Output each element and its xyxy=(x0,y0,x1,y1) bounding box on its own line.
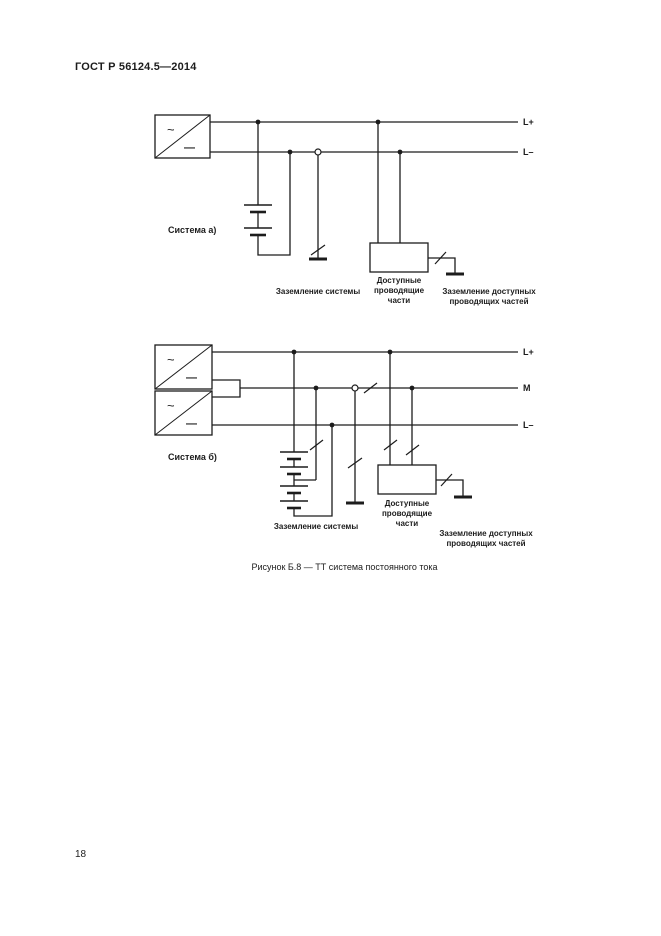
converter-ac-dc-b-lower: ~ — xyxy=(154,390,213,436)
disconnect-slashes-b xyxy=(309,382,420,469)
line-pos-label-a: L+ xyxy=(523,117,534,127)
converter-dc-symbol: — xyxy=(186,418,197,430)
earth-electrode-parts-b xyxy=(440,473,472,499)
converter-ac-dc-a: ~ — xyxy=(154,114,211,159)
parts-label-b-3: части xyxy=(396,519,418,528)
accessible-parts-box-a xyxy=(369,242,429,273)
parts-label-a-3: части xyxy=(388,296,410,305)
converter-dc-symbol: — xyxy=(186,372,197,384)
junction-dots-a xyxy=(255,119,403,155)
line-mid-label-b: M xyxy=(523,383,531,393)
figure-caption: Рисунок Б.8 — ТТ система постоянного ток… xyxy=(251,562,438,572)
earth-terminal-a xyxy=(314,148,322,156)
document-header: ГОСТ Р 56124.5—2014 xyxy=(75,61,197,73)
system-a-label: Система а) xyxy=(168,225,216,235)
diagram-a-wires xyxy=(210,121,518,274)
converter-dc-symbol: — xyxy=(184,142,195,154)
ground-system-label-b: Заземление системы xyxy=(274,522,359,531)
system-b-label: Система б) xyxy=(168,452,217,462)
diagram-b: ~ — ~ — xyxy=(154,344,534,548)
parts-label-a-2: проводящие xyxy=(374,286,425,295)
earth-electrode-system-a xyxy=(309,244,327,261)
ground-parts-label-b-2: проводящих частей xyxy=(446,539,525,548)
parts-label-b-1: Доступные xyxy=(385,499,430,508)
diagram-a: ~ — xyxy=(154,114,536,306)
junction-dots-b xyxy=(291,349,415,428)
line-neg-label-a: L– xyxy=(523,147,534,157)
parts-label-a-1: Доступные xyxy=(377,276,422,285)
converter-ac-symbol: ~ xyxy=(167,352,175,367)
ground-parts-label-b-1: Заземление доступных xyxy=(439,529,533,538)
earth-electrode-parts-a xyxy=(434,251,464,276)
battery-a xyxy=(244,204,272,237)
line-pos-label-b: L+ xyxy=(523,347,534,357)
earth-terminal-b xyxy=(351,384,359,392)
parts-label-b-2: проводящие xyxy=(382,509,433,518)
line-neg-label-b: L– xyxy=(523,420,534,430)
converter-ac-symbol: ~ xyxy=(167,122,175,137)
battery-b xyxy=(280,451,308,510)
accessible-parts-box-b xyxy=(377,464,437,495)
converter-ac-dc-b-upper: ~ — xyxy=(154,344,213,390)
ground-system-label-a: Заземление системы xyxy=(276,287,361,296)
diagram-b-wires xyxy=(212,351,518,517)
figure-b8-diagrams: ~ — xyxy=(154,114,536,548)
ground-parts-label-a-1: Заземление доступных xyxy=(442,287,536,296)
ground-parts-label-a-2: проводящих частей xyxy=(449,297,528,306)
converter-ac-symbol: ~ xyxy=(167,398,175,413)
page-number: 18 xyxy=(75,849,87,860)
